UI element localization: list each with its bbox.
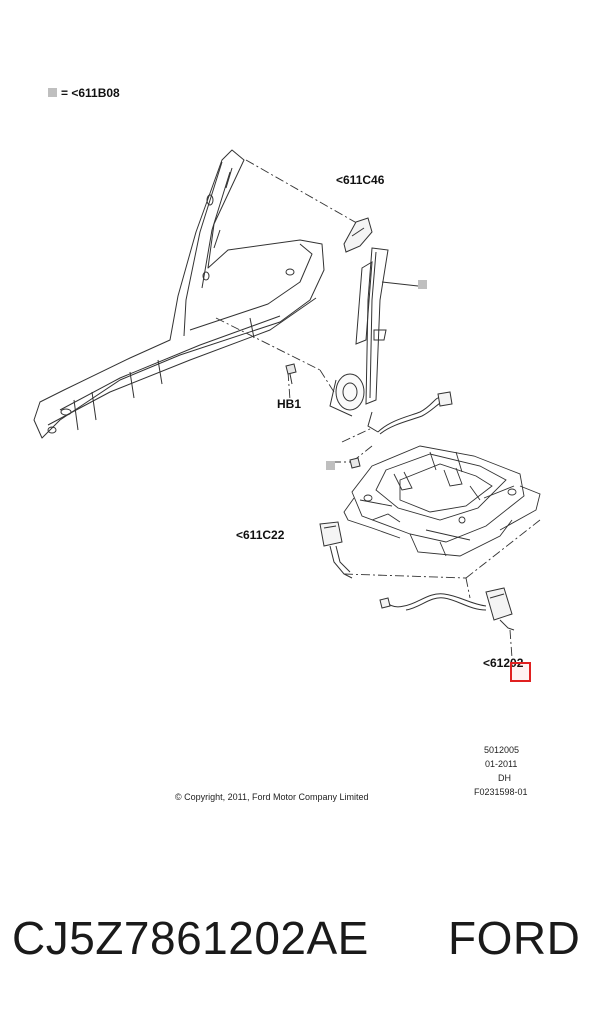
highlight-box: [510, 662, 531, 682]
legend-square: [48, 88, 57, 97]
copyright-text: © Copyright, 2011, Ford Motor Company Li…: [175, 792, 369, 802]
upper-anchor-bracket: [343, 217, 373, 253]
marker-square-bolt: [326, 461, 335, 470]
legend-text: = <611B08: [61, 86, 120, 100]
drawing-id: F0231598-01: [474, 787, 528, 797]
seat-belt-buckle-611c22: [319, 521, 353, 579]
seat-belt-retractor: [329, 247, 453, 435]
drawing-number: 5012005: [484, 745, 520, 755]
part-number-caption: CJ5Z7861202AE: [12, 912, 369, 964]
buckle-harness-61202: [379, 587, 515, 631]
callout-611c22[interactable]: <611C22: [236, 528, 285, 542]
leader-lines: [215, 159, 541, 659]
callout-hb1[interactable]: HB1: [277, 397, 302, 411]
body-side-panel: [33, 149, 325, 439]
drawing-code: DH: [498, 773, 511, 783]
drawing-date: 01-2011: [485, 759, 518, 769]
bolt-hb1: [285, 363, 297, 385]
seat-bolt: [349, 457, 361, 469]
seat-frame: [343, 445, 541, 557]
callout-611c46[interactable]: <611C46: [336, 173, 385, 187]
brand-caption: FORD: [448, 912, 581, 964]
grey-markers: [326, 280, 427, 470]
callout-61202[interactable]: <61202: [483, 656, 524, 670]
marker-square-retractor: [418, 280, 427, 289]
